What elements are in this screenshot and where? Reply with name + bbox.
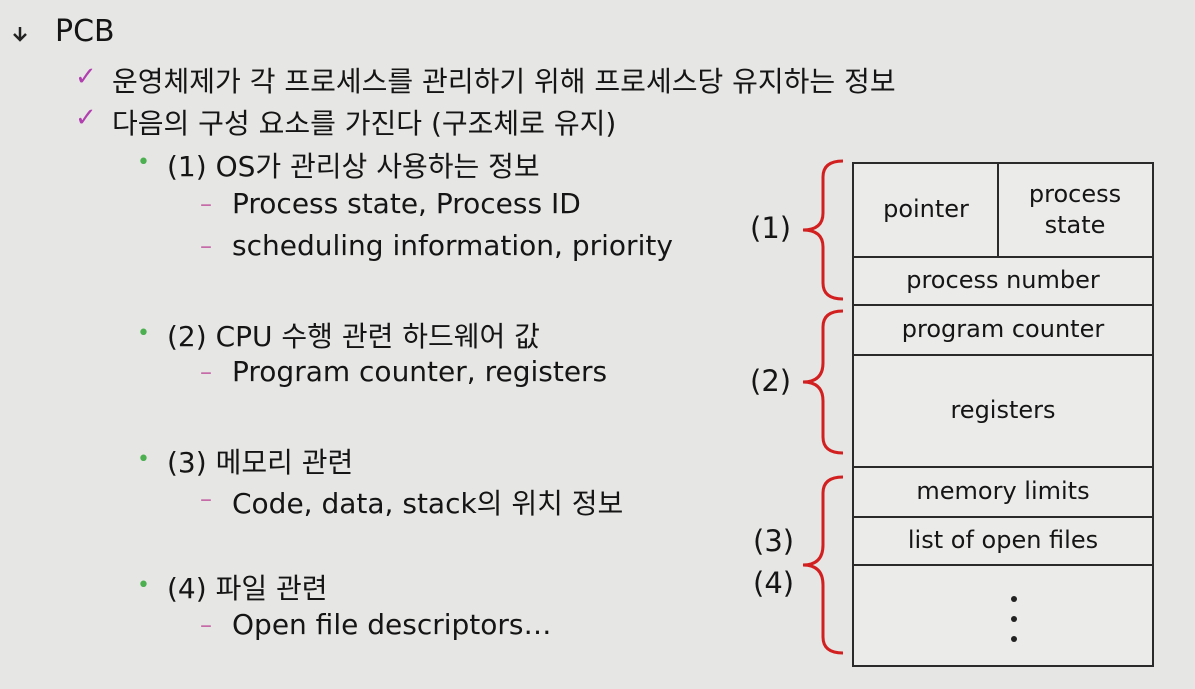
pointer-cell: pointer	[883, 195, 969, 224]
group-label-3: (3)	[753, 524, 795, 558]
check-icon: ✓	[75, 103, 97, 133]
page-title: PCB	[55, 14, 115, 49]
ellipsis-dot	[1011, 596, 1017, 602]
dot-bullet-icon: •	[137, 573, 150, 598]
section-item: Program counter, registers	[232, 355, 608, 388]
brace-2	[802, 309, 844, 455]
dot-bullet-icon: •	[137, 321, 150, 346]
dash-bullet-icon: –	[200, 190, 212, 218]
group-label-4: (4)	[753, 566, 795, 600]
section-heading: (4) 파일 관련	[167, 572, 328, 605]
arrow-bullet-icon	[13, 27, 27, 42]
dash-bullet-icon: –	[200, 358, 212, 386]
dash-bullet-icon: –	[200, 611, 212, 639]
ellipsis-dot	[1011, 616, 1017, 622]
registers-cell: registers	[950, 396, 1056, 425]
bullet-text: 다음의 구성 요소를 가진다 (구조체로 유지)	[112, 107, 617, 140]
section-item: Code, data, stack의 위치 정보	[232, 487, 624, 520]
dash-bullet-icon: –	[200, 485, 212, 513]
group-label-1: (1)	[750, 211, 792, 245]
dot-bullet-icon: •	[137, 447, 150, 472]
section-heading: (1) OS가 관리상 사용하는 정보	[167, 150, 540, 183]
section-heading: (3) 메모리 관련	[167, 446, 354, 479]
open-files-cell: list of open files	[907, 526, 1099, 555]
section-heading: (2) CPU 수행 관련 하드웨어 값	[167, 320, 540, 353]
bullet-text: 운영체제가 각 프로세스를 관리하기 위해 프로세스당 유지하는 정보	[112, 65, 896, 98]
dash-bullet-icon: –	[200, 232, 212, 260]
brace-1	[802, 159, 844, 301]
pcb-diagram: pointer process state process number pro…	[852, 162, 1154, 667]
section-item: Process state, Process ID	[232, 187, 581, 220]
process-state-cell: process state	[1028, 179, 1122, 239]
memory-limits-cell: memory limits	[916, 477, 1090, 506]
ellipsis-dot	[1011, 636, 1017, 642]
program-counter-cell: program counter	[901, 315, 1105, 344]
brace-group	[802, 159, 844, 655]
section-item: scheduling information, priority	[232, 229, 673, 262]
check-icon: ✓	[75, 62, 97, 92]
section-item: Open file descriptors…	[232, 608, 552, 641]
process-number-cell: process number	[906, 266, 1100, 295]
brace-3	[802, 475, 844, 655]
group-label-2: (2)	[750, 364, 792, 398]
dot-bullet-icon: •	[137, 150, 150, 175]
